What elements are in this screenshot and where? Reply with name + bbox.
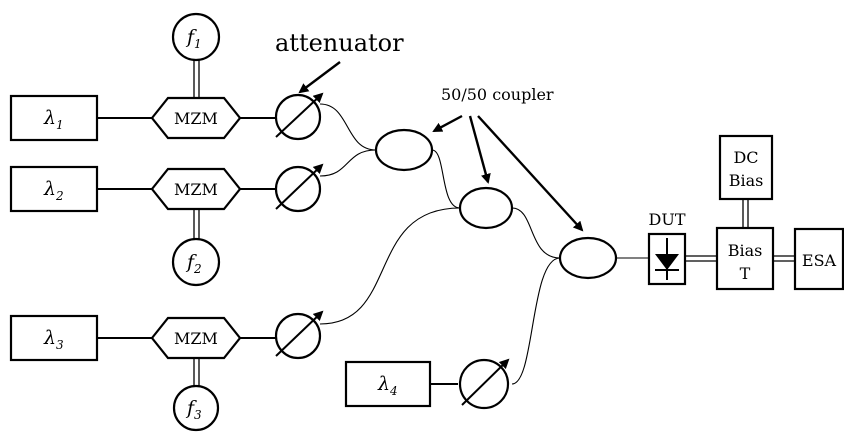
dc-bias-line1: DC [733,148,758,167]
fiber-att2-c1 [319,149,377,177]
attenuator-2 [274,163,324,213]
mzm-3: MZM [150,316,242,360]
svg-text:λ2: λ2 [43,178,64,203]
mzm-2: MZM [150,167,242,211]
esa: ESA [793,227,844,291]
mzm-3-label: MZM [174,329,218,348]
rf-link-f1 [193,60,200,98]
rf-3-symbol: f [185,397,197,419]
dc-bias: DC Bias [718,134,774,201]
laser-3-symbol: λ [43,327,56,349]
rf-1-index: 1 [194,37,202,51]
svg-text:f2: f2 [185,251,202,276]
dut-label: DUT [649,210,686,229]
attenuator-pointer-arrow [298,61,341,94]
svg-text:λ4: λ4 [377,373,398,398]
mzm-1-label: MZM [174,109,218,128]
coupler-pointer-arrows [432,114,584,232]
svg-text:λ3: λ3 [43,327,64,352]
bias-tee-line2: T [740,264,751,283]
dc-bias-line2: Bias [729,171,764,190]
elec-biast-esa [773,255,795,262]
coupler-2 [458,186,514,230]
laser-3: λ3 [9,314,99,362]
rf-2-symbol: f [185,251,197,273]
attenuator-4 [458,358,510,410]
rf-source-2: f2 [171,237,221,287]
svg-text:f1: f1 [185,26,202,51]
rf-2-index: 2 [193,262,202,276]
photodiode-icon [655,238,679,280]
laser-4-symbol: λ [377,373,390,395]
laser-2: λ2 [9,165,99,213]
coupler-3 [558,236,618,280]
elec-dc-biast [742,199,749,228]
rf-link-f2 [193,210,200,239]
fiber-att1-c1 [319,103,377,151]
laser-4-index: 4 [389,384,398,398]
laser-1: λ1 [9,94,99,142]
bias-tee: Bias T [715,226,775,291]
dut: DUT [647,210,687,286]
rf-1-symbol: f [185,26,197,48]
laser-4: λ4 [344,360,432,408]
laser-1-symbol: λ [43,107,56,129]
mzm-2-label: MZM [174,180,218,199]
laser-2-symbol: λ [43,178,56,200]
attenuator-3 [274,310,324,360]
svg-text:f3: f3 [185,397,202,422]
laser-3-index: 3 [56,338,64,352]
elec-dut-biast [685,255,717,262]
fiber-att3-c2 [319,207,461,325]
rf-link-f3 [193,359,200,386]
rf-source-3: f3 [172,384,220,432]
fiber-c1-c2 [431,149,461,209]
fiber-c2-c3 [511,207,561,259]
laser-2-index: 2 [55,189,64,203]
svg-text:λ1: λ1 [43,107,64,132]
coupler-annotation: 50/50 coupler [441,85,554,104]
attenuator-1 [274,92,324,141]
mzm-1: MZM [150,96,242,140]
fiber-att4-c3 [511,257,561,385]
coupler-1 [374,128,434,172]
bias-tee-line1: Bias [728,241,763,260]
rf-3-index: 3 [194,408,202,422]
attenuator-annotation: attenuator [275,29,404,57]
laser-1-index: 1 [56,118,64,132]
esa-label: ESA [802,251,837,270]
rf-source-1: f1 [171,12,221,62]
